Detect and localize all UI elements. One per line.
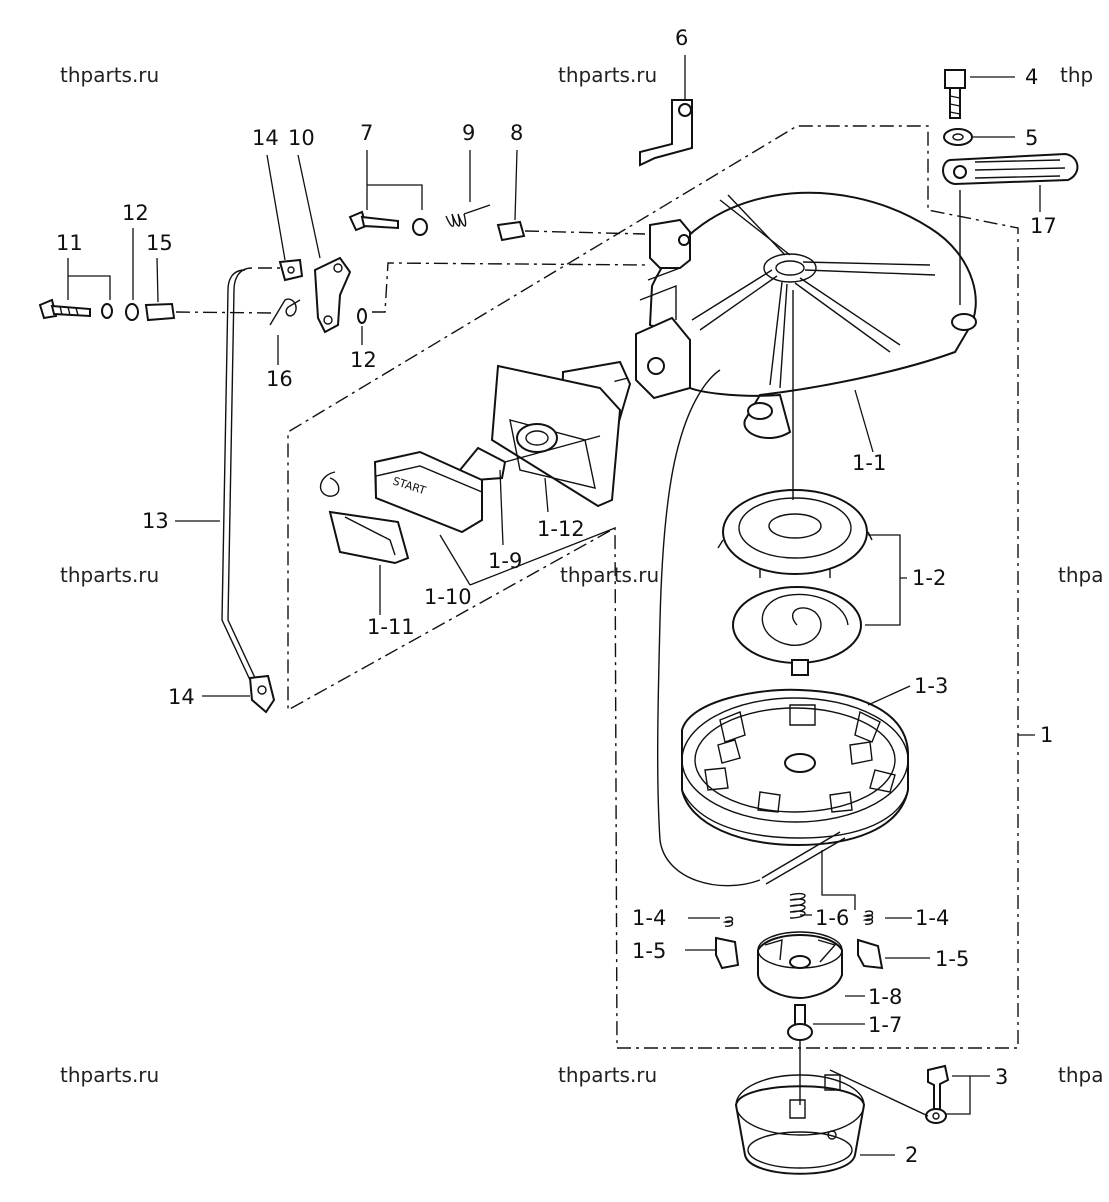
label-15: 15 [146, 231, 173, 255]
watermark: thpa [1058, 1063, 1103, 1087]
choke-arm [269, 256, 367, 334]
recoil-spring [717, 489, 873, 676]
watermark: thparts.ru [60, 1063, 159, 1087]
label-13: 13 [142, 509, 169, 533]
label-1-4-left: 1-4 [632, 906, 666, 930]
label-10: 10 [288, 126, 315, 150]
label-1-7: 1-7 [868, 1013, 902, 1037]
recoil-housing [635, 191, 977, 439]
label-16: 16 [266, 367, 293, 391]
label-1-1: 1-1 [852, 451, 886, 475]
rope-reel [681, 688, 909, 885]
label-17: 17 [1030, 214, 1057, 238]
starter-handle: START [319, 435, 601, 565]
label-1-9: 1-9 [488, 549, 522, 573]
watermark: thpa [1058, 563, 1103, 587]
arm-screw-set [38, 298, 176, 322]
label-1-11: 1-11 [367, 615, 415, 639]
assembly-outline [287, 125, 1019, 1049]
part-labels: 6 4 5 17 7 9 8 14 10 12 11 15 16 12 13 1… [56, 26, 1057, 1167]
handle-guide [490, 360, 632, 508]
center-screw [787, 1004, 813, 1041]
leader-lines [67, 55, 1041, 1156]
label-9: 9 [462, 121, 475, 145]
stop-lever [639, 99, 693, 269]
choke-rod [221, 267, 276, 714]
label-1-3: 1-3 [914, 674, 948, 698]
label-1-6: 1-6 [815, 906, 849, 930]
label-6: 6 [675, 26, 688, 50]
label-8: 8 [510, 121, 523, 145]
label-1-8: 1-8 [868, 985, 902, 1009]
label-1-4-right: 1-4 [915, 906, 949, 930]
label-1-12: 1-12 [537, 517, 585, 541]
label-3: 3 [995, 1065, 1008, 1089]
label-14-top: 14 [252, 126, 279, 150]
watermark: thparts.ru [60, 563, 159, 587]
label-12-bottom: 12 [350, 348, 377, 372]
watermarks: thparts.ru thparts.ru thp thparts.ru thp… [60, 63, 1103, 1087]
label-5: 5 [1025, 126, 1038, 150]
label-14-bottom: 14 [168, 685, 195, 709]
label-12-top: 12 [122, 201, 149, 225]
watermark: thparts.ru [560, 563, 659, 587]
label-2: 2 [905, 1143, 918, 1167]
label-1-5-right: 1-5 [935, 947, 969, 971]
label-1-10: 1-10 [424, 585, 472, 609]
pawl-parts [715, 892, 884, 970]
label-1: 1 [1040, 723, 1053, 747]
watermark: thparts.ru [60, 63, 159, 87]
link-screw-set [348, 204, 526, 242]
ratchet [757, 931, 843, 1000]
label-7: 7 [360, 121, 373, 145]
watermark: thp [1060, 63, 1093, 87]
bolt-3 [925, 1064, 950, 1124]
connection-lines [175, 190, 961, 1117]
starter-rope [656, 369, 761, 887]
label-1-2: 1-2 [912, 566, 946, 590]
bolt-washer-plate [942, 69, 1079, 186]
label-1-5-left: 1-5 [632, 939, 666, 963]
label-4: 4 [1025, 65, 1038, 89]
label-11: 11 [56, 231, 83, 255]
watermark: thparts.ru [558, 63, 657, 87]
starter-pulley [734, 1074, 866, 1175]
watermark: thparts.ru [558, 1063, 657, 1087]
